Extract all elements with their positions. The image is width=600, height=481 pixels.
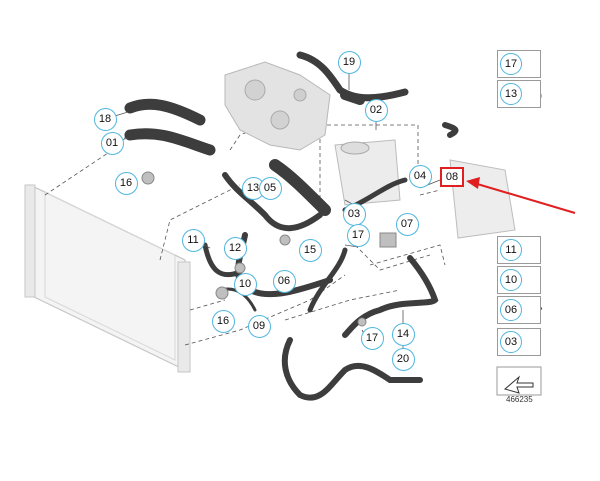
callout-04[interactable]: 04 (408, 164, 432, 188)
legend-number: 13 (500, 83, 522, 105)
assembly-dashed-lines (44, 109, 446, 346)
callout-01[interactable]: 01 (100, 131, 124, 155)
callout-18[interactable]: 18 (93, 107, 117, 131)
callout-16-upper[interactable]: 16 (114, 171, 138, 195)
callout-14[interactable]: 14 (391, 322, 415, 346)
callout-06[interactable]: 06 (272, 269, 296, 293)
legend-number: 03 (500, 331, 522, 353)
callout-15[interactable]: 15 (298, 238, 322, 262)
callout-20[interactable]: 20 (391, 347, 415, 371)
legend-item-10[interactable]: 10 (497, 266, 541, 294)
callout-17-lower[interactable]: 17 (360, 326, 384, 350)
expansion-tank (334, 139, 401, 206)
callout-17-middle[interactable]: 17 (346, 223, 370, 247)
legend-number: 11 (500, 239, 522, 261)
legend-number: 17 (500, 53, 522, 75)
intercooler (449, 159, 516, 239)
callout-12[interactable]: 12 (223, 236, 247, 260)
legend-item-11[interactable]: 11 (497, 236, 541, 264)
callout-10[interactable]: 10 (233, 272, 257, 296)
legend-item-13[interactable]: 13 (497, 80, 541, 108)
engine-housing (224, 61, 331, 151)
callout-08-highlighted[interactable]: 08 (440, 167, 464, 187)
callout-03[interactable]: 03 (342, 202, 366, 226)
legend-arrow-icon (496, 366, 542, 396)
fittings (141, 171, 397, 327)
legend-number: 10 (500, 269, 522, 291)
legend-item-03[interactable]: 03 (497, 328, 541, 356)
callout-19[interactable]: 19 (337, 50, 361, 74)
callout-07[interactable]: 07 (395, 212, 419, 236)
radiator (24, 184, 191, 373)
callout-09[interactable]: 09 (247, 314, 271, 338)
red-arrow (466, 177, 576, 214)
callout-11[interactable]: 11 (181, 228, 205, 252)
legend-number: 06 (500, 299, 522, 321)
legend-item-17[interactable]: 17 (497, 50, 541, 78)
callout-13[interactable]: 13 (241, 176, 265, 200)
callout-05[interactable]: 05 (258, 176, 282, 200)
document-id: 466235 (506, 395, 533, 404)
callout-02[interactable]: 02 (364, 98, 388, 122)
callout-16-lower[interactable]: 16 (211, 309, 235, 333)
legend-item-06[interactable]: 06 (497, 296, 541, 324)
